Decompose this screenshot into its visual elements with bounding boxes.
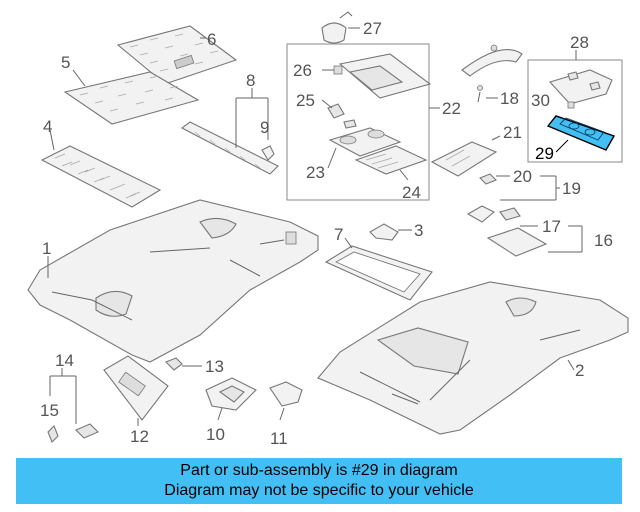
label-7: 7 [334, 225, 343, 244]
part-14-holder [47, 368, 99, 443]
part-2-headliner [317, 281, 629, 435]
banner-line-2: Diagram may not be specific to your vehi… [164, 482, 474, 499]
label-28: 28 [570, 33, 589, 52]
banner-line-1: Part or sub-assembly is #29 in diagram [180, 462, 458, 479]
parts-diagram: 6 5 4 8 9 1 7 [27, 11, 629, 448]
label-11: 11 [270, 429, 288, 448]
label-24: 24 [402, 183, 421, 202]
part-10-console [205, 377, 257, 421]
part-3-bracket [369, 223, 412, 241]
label-8: 8 [246, 71, 255, 90]
label-15: 15 [40, 401, 59, 420]
info-banner: Part or sub-assembly is #29 in diagram D… [16, 458, 622, 504]
part-13-clip [165, 357, 202, 371]
part-20-switch [479, 173, 560, 201]
part-1-headliner [27, 199, 319, 363]
label-21: 21 [503, 123, 522, 142]
label-3: 3 [414, 221, 423, 240]
part-6-panel [116, 25, 238, 85]
label-4: 4 [43, 117, 52, 136]
label-9: 9 [260, 118, 269, 137]
label-2: 2 [575, 361, 584, 380]
part-8-strip [180, 88, 279, 175]
label-10: 10 [206, 425, 225, 444]
label-5: 5 [61, 53, 70, 72]
label-20: 20 [513, 167, 532, 186]
part-28-box [527, 50, 623, 163]
label-13: 13 [205, 357, 224, 376]
label-6: 6 [207, 30, 216, 49]
label-19: 19 [562, 179, 581, 198]
label-17: 17 [542, 217, 561, 236]
part-29-highlighted-lens [546, 115, 616, 153]
part-4-panel [40, 129, 162, 208]
label-27: 27 [363, 19, 382, 38]
part-22-console-box [286, 43, 440, 201]
part-18-handle [461, 44, 523, 103]
label-16: 16 [594, 231, 613, 250]
part-11-lamp [269, 381, 303, 421]
label-14: 14 [55, 351, 74, 370]
label-22: 22 [442, 99, 461, 118]
label-30: 30 [531, 91, 550, 110]
part-9-clip [261, 145, 275, 161]
part-16-map-lamp [466, 205, 583, 257]
label-23: 23 [306, 163, 325, 182]
part-27-lamp [321, 11, 360, 44]
label-29: 29 [535, 144, 554, 163]
label-12: 12 [130, 427, 149, 446]
label-18: 18 [500, 89, 519, 108]
label-25: 25 [296, 91, 315, 110]
part-7-sunroof-frame [324, 237, 433, 301]
part-21-bracket [430, 135, 501, 177]
part-12-sun-visor [103, 355, 169, 426]
label-1: 1 [42, 239, 51, 258]
label-26: 26 [293, 61, 312, 80]
part-5-panel [63, 69, 200, 125]
